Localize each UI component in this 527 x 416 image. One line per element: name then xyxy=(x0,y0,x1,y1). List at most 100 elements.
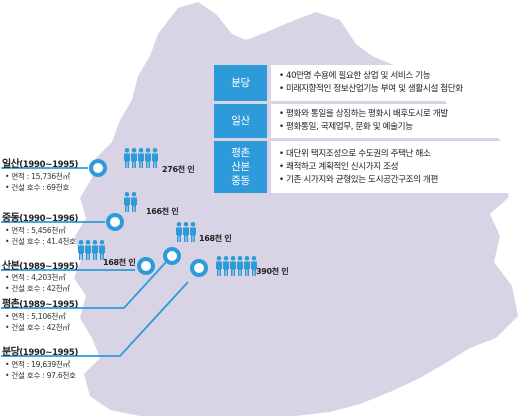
city-area-ilsan: • 면적 : 15,736천㎡ xyxy=(5,172,70,181)
person-body xyxy=(183,227,189,242)
person-icon xyxy=(78,240,84,260)
connector-line-bundang xyxy=(1,281,189,357)
person-head xyxy=(131,192,137,197)
person-icon xyxy=(131,192,137,212)
person-body xyxy=(124,153,130,168)
person-body xyxy=(237,261,243,276)
city-title-pyeongchon: 평촌(1989~1995) xyxy=(2,295,78,310)
info-body-others: • 대단위 택지조성으로 수도권의 주택난 해소 • 쾌적하고 계획적인 신시가… xyxy=(271,141,527,193)
person-icon xyxy=(216,256,222,276)
person-body xyxy=(251,261,257,276)
person-body xyxy=(223,261,229,276)
person-icon xyxy=(190,222,196,242)
population-label-pyeongchon: 168천 인 xyxy=(199,234,232,243)
person-icon xyxy=(152,148,158,168)
person-head xyxy=(216,256,222,261)
info-line: • 기존 시가지와 균형있는 도시공간구조의 개편 xyxy=(279,174,438,185)
location-pin-inner-ilsan xyxy=(93,163,103,173)
city-title-ilsan: 일산(1990~1995) xyxy=(2,155,78,170)
person-head xyxy=(152,148,158,153)
city-title-sanbon: 산본(1989~1995) xyxy=(2,257,78,272)
person-icon xyxy=(176,222,182,242)
person-head xyxy=(223,256,229,261)
population-icons-bundang xyxy=(216,256,257,276)
person-body xyxy=(152,153,158,168)
person-head xyxy=(131,148,137,153)
person-body xyxy=(131,153,137,168)
location-pin-inner-pyeongchon xyxy=(167,251,177,261)
person-body xyxy=(216,261,222,276)
city-houses-jungdong: • 건설 호수 : 41.4천호 xyxy=(5,237,76,246)
population-label-bundang: 390천 인 xyxy=(256,267,289,276)
person-head xyxy=(176,222,182,227)
person-head xyxy=(244,256,250,261)
person-body xyxy=(92,245,98,260)
city-name: 평촌 xyxy=(2,299,20,310)
person-body xyxy=(145,153,151,168)
population-icons-pyeongchon xyxy=(176,222,196,242)
person-icon xyxy=(138,148,144,168)
person-head xyxy=(138,148,144,153)
person-icon xyxy=(145,148,151,168)
city-houses-sanbon: • 건설 호수 : 42천㎡ xyxy=(5,284,70,293)
person-icon xyxy=(92,240,98,260)
info-body-ilsan: • 평화와 통일을 상징하는 평화시 배후도시로 개발 • 평화통일, 국제업무… xyxy=(271,104,527,138)
info-row-bundang: 분당 • 40만명 수용에 필요한 상업 및 서비스 기능 • 미래지향적인 정… xyxy=(214,65,527,101)
person-icon xyxy=(99,240,105,260)
person-head xyxy=(183,222,189,227)
city-title-bundang: 분당(1990~1995) xyxy=(2,343,78,358)
person-body xyxy=(230,261,236,276)
info-row-ilsan: 일산 • 평화와 통일을 상징하는 평화시 배후도시로 개발 • 평화통일, 국… xyxy=(214,104,527,138)
location-pin-inner-bundang xyxy=(194,263,204,273)
info-line: • 대단위 택지조성으로 수도권의 주택난 해소 xyxy=(279,148,431,159)
city-name: 분당 xyxy=(2,347,20,358)
person-head xyxy=(145,148,151,153)
location-pin-inner-sanbon xyxy=(141,261,151,271)
city-years: (1990~1995) xyxy=(19,348,79,358)
population-label-ilsan: 276천 인 xyxy=(162,165,195,174)
person-icon xyxy=(251,256,257,276)
person-icon xyxy=(85,240,91,260)
info-label-others: 평촌 산본 중동 xyxy=(214,141,267,193)
city-houses-pyeongchon: • 건설 호수 : 42천㎡ xyxy=(5,323,70,332)
population-label-sanbon: 168천 인 xyxy=(103,258,136,267)
person-head xyxy=(230,256,236,261)
person-body xyxy=(138,153,144,168)
city-area-sanbon: • 면적 : 4,203천㎡ xyxy=(5,273,66,282)
person-head xyxy=(99,240,105,245)
person-head xyxy=(124,148,130,153)
population-label-jungdong: 166천 인 xyxy=(146,207,179,216)
person-body xyxy=(176,227,182,242)
person-body xyxy=(190,227,196,242)
person-icon xyxy=(223,256,229,276)
city-houses-ilsan: • 건설 호수 : 69천호 xyxy=(5,183,70,192)
info-label-ilsan: 일산 xyxy=(214,104,267,138)
person-head xyxy=(251,256,257,261)
city-name: 중동 xyxy=(2,213,20,224)
population-icons-jungdong xyxy=(124,192,137,212)
city-area-jungdong: • 면적 : 5,456천㎡ xyxy=(5,226,66,235)
person-icon xyxy=(124,148,130,168)
population-icons-ilsan xyxy=(124,148,158,168)
city-name: 산본 xyxy=(2,261,20,272)
city-years: (1990~1996) xyxy=(19,214,79,224)
person-icon xyxy=(131,148,137,168)
person-body xyxy=(99,245,105,260)
connector-line-pyeongchon xyxy=(1,261,167,309)
person-body xyxy=(131,197,137,212)
person-head xyxy=(237,256,243,261)
person-icon xyxy=(183,222,189,242)
person-body xyxy=(78,245,84,260)
person-body xyxy=(244,261,250,276)
person-body xyxy=(124,197,130,212)
person-head xyxy=(190,222,196,227)
city-title-jungdong: 중동(1990~1996) xyxy=(2,209,78,224)
person-icon xyxy=(244,256,250,276)
info-label-bundang: 분당 xyxy=(214,65,267,101)
city-years: (1989~1995) xyxy=(19,300,79,310)
person-head xyxy=(85,240,91,245)
info-line: • 평화통일, 국제업무, 문화 및 예술기능 xyxy=(279,122,413,132)
city-years: (1990~1995) xyxy=(19,160,79,170)
person-icon xyxy=(124,192,130,212)
